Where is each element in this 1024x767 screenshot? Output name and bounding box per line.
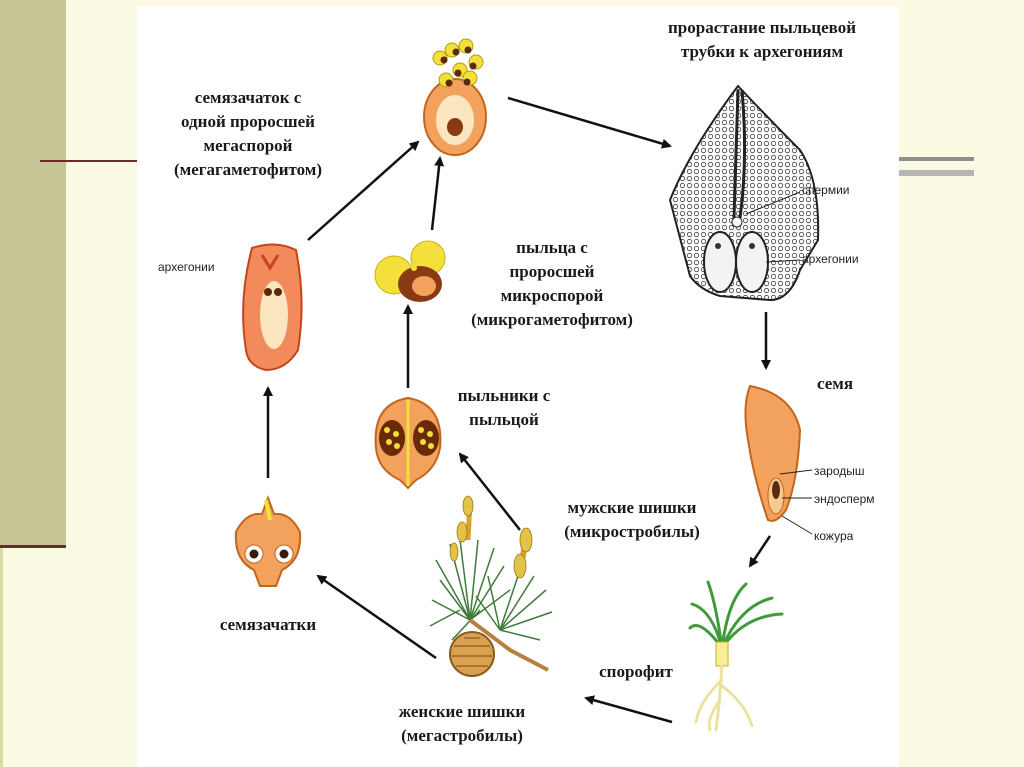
pollen-line-1: пыльца с (516, 238, 588, 257)
pollen-tube-line-1: прорастание пыльцевой (668, 18, 856, 37)
anthers-label: пыльники с пыльцой (446, 384, 562, 432)
pollen-tube-line-2: трубки к архегониям (680, 42, 844, 61)
accent-rule-bottom (0, 545, 66, 548)
pollen-line-2: проросшей (509, 262, 595, 281)
arrow (458, 452, 521, 531)
pollen-line-3: микроспорой (500, 286, 604, 305)
pine-branch-icon (429, 495, 553, 677)
pollen-line-4: (микрогаметофитом) (471, 310, 633, 329)
megagametophyte-line-4: (мегагаметофитом) (173, 160, 323, 179)
seed-icon (744, 384, 813, 535)
megagametophyte-line-2: одной проросшей (181, 112, 315, 131)
anthers-line-2: пыльцой (469, 410, 539, 429)
anther-icon (374, 396, 442, 490)
pollen-label: пыльца с проросшей микроспорой (микрогам… (424, 236, 680, 332)
ovule-with-pollen-icon (423, 38, 487, 156)
male-cones-line-2: (микростробилы) (564, 522, 700, 541)
endosperm-label: эндосперм (814, 492, 875, 506)
archegonia-right-label: архегонии (802, 252, 859, 266)
accent-rule-right-thick (896, 170, 974, 176)
embryo-label: зародыш (814, 464, 865, 478)
arrow (507, 96, 672, 149)
male-cones-line-1: мужские шишки (567, 498, 697, 517)
arrow (307, 140, 420, 241)
female-cones-line-1: женские шишки (398, 702, 526, 721)
cycle-arrows (263, 96, 772, 724)
sperm-label: спермии (802, 183, 850, 197)
megagametophyte-line-3: мегаспорой (203, 136, 293, 155)
scale-icon (234, 495, 302, 587)
megagametophyte-line-1: семязачаток с (194, 88, 302, 107)
pollen-grain-icon (374, 240, 446, 302)
seedling-icon (688, 580, 784, 732)
ovule-icon (242, 243, 303, 372)
seed-label: семя (816, 374, 854, 393)
archegonia-left-label: архегонии (158, 260, 215, 274)
arrow (430, 156, 445, 231)
arrow (316, 574, 437, 660)
accent-rule-right (896, 157, 974, 161)
ovules-label: семязачатки (219, 615, 317, 634)
megagametophyte-label: семязачаток с одной проросшей мегаспорой… (140, 86, 356, 182)
anthers-line-1: пыльники с (457, 386, 551, 405)
pine-cone-icon (449, 631, 495, 677)
arrow (748, 535, 772, 568)
female-cones-label: женские шишки (мегастробилы) (372, 700, 552, 748)
male-cones-label: мужские шишки (микростробилы) (536, 496, 728, 544)
sporophyte-label: спорофит (599, 662, 673, 681)
slide-sidebar-bar (0, 0, 66, 548)
pollen-tube-label: прорастание пыльцевой трубки к архегония… (630, 16, 894, 64)
female-cones-line-2: (мегастробилы) (401, 726, 523, 745)
archegonia-tissue-icon (668, 84, 820, 302)
accent-rule-top (40, 160, 160, 162)
arrow (584, 695, 673, 724)
seed-coat-label: кожура (814, 529, 854, 543)
